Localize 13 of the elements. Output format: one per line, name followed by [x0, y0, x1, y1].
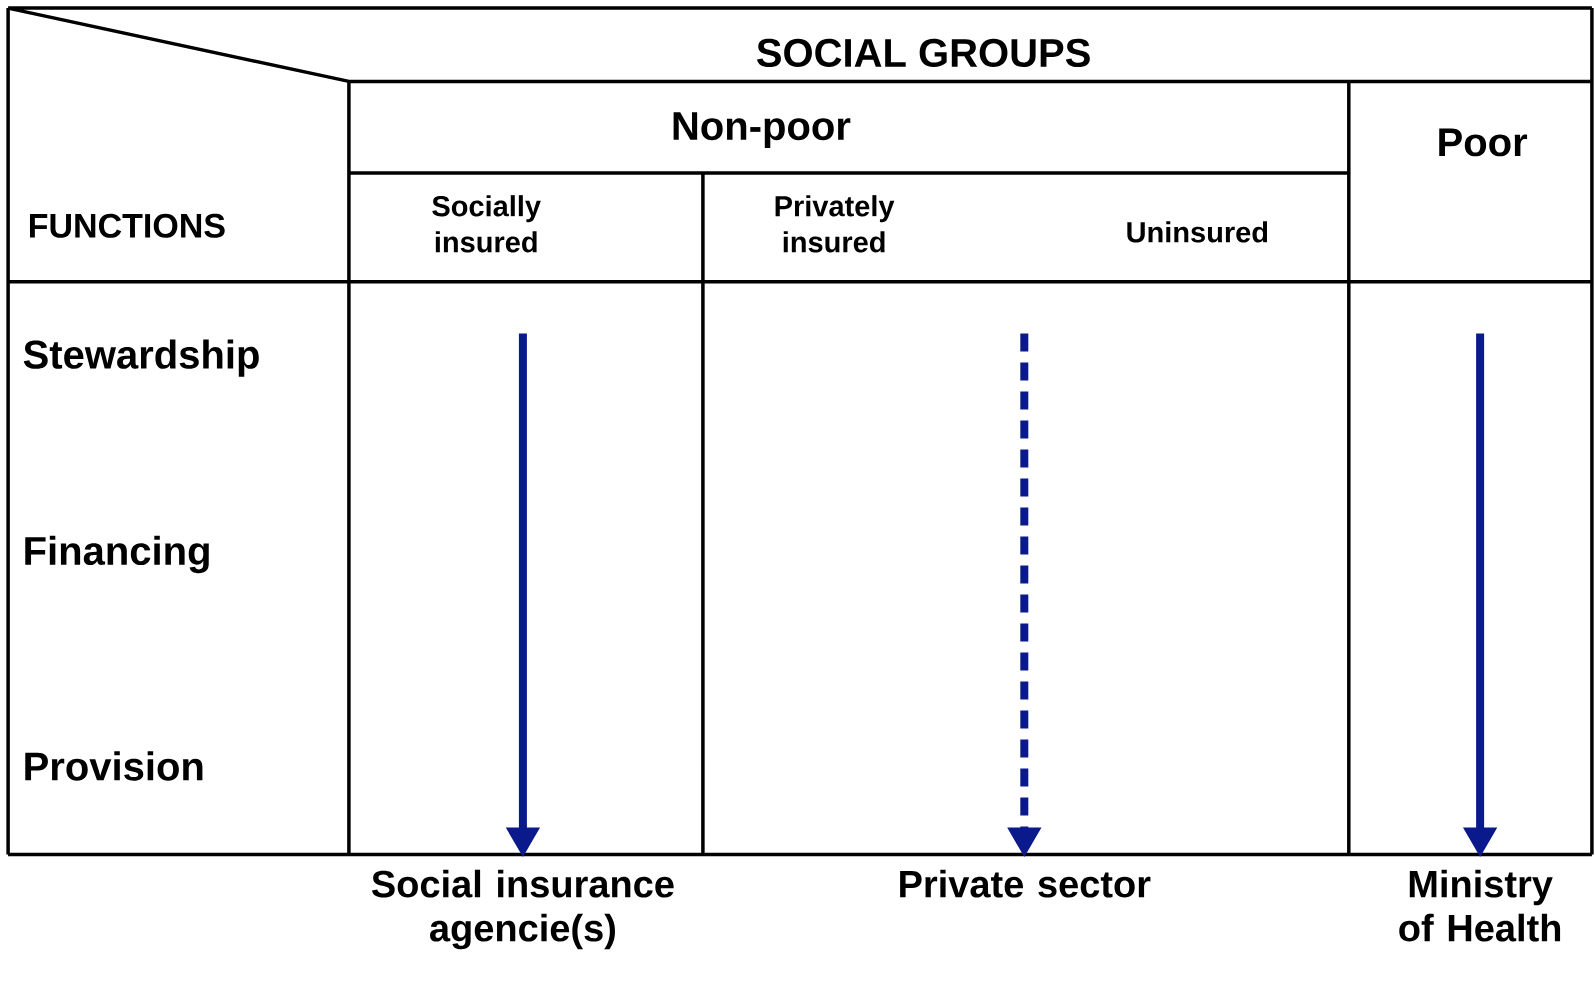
header-text: Stewardship [23, 339, 259, 377]
header-text: Poor [1439, 128, 1528, 157]
header-text: Provision [25, 751, 203, 781]
header-text: Privately insured [775, 195, 895, 253]
header-text: Socially insured [432, 195, 541, 253]
header-text: FUNCTIONS [30, 213, 225, 238]
header-text: Non-poor [673, 112, 851, 149]
header-text: Financing [25, 535, 209, 574]
sector-label: Social insurance agencie(s) [371, 869, 674, 950]
header-text: Uninsured [1127, 221, 1268, 243]
sector-label: Private sector [900, 869, 1151, 898]
sector-label: Ministry of Health [1399, 869, 1561, 942]
header-text: SOCIAL GROUPS [756, 38, 1090, 68]
